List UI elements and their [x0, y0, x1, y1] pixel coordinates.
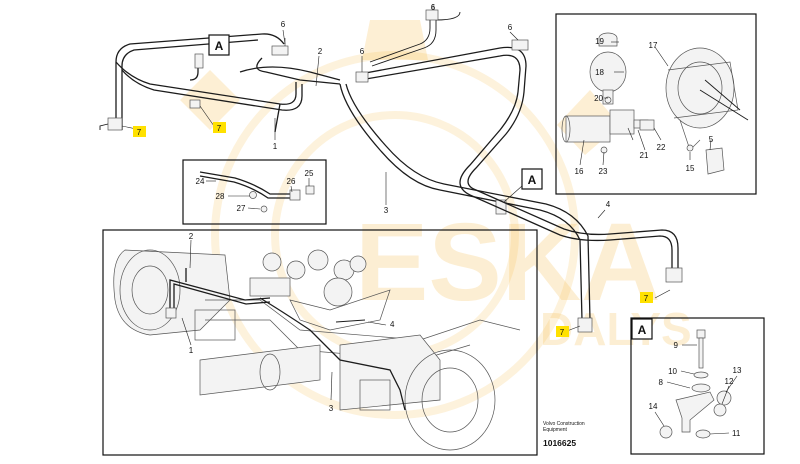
label-13: 13	[733, 366, 742, 375]
label-22: 22	[657, 143, 666, 152]
label-5: 5	[709, 135, 714, 144]
label-23: 23	[599, 167, 608, 176]
label-14: 14	[649, 402, 658, 411]
pipe-harness-left	[99, 33, 341, 133]
callout-a-inset: A	[631, 318, 653, 340]
caption-company: Volvo Construction	[543, 421, 585, 427]
inset-clamp-box	[630, 317, 765, 455]
machine-frame-box	[102, 229, 538, 456]
label-24: 24	[196, 177, 205, 186]
caption-number: 1016625	[543, 438, 576, 448]
callout-a-inset-text: A	[638, 323, 647, 337]
hose-assembly	[199, 171, 315, 213]
machine-drawing	[113, 249, 521, 451]
highlight-7-lower	[556, 326, 569, 337]
caption-equipment: Equipment	[543, 427, 568, 433]
label-17: 17	[649, 41, 658, 50]
label-28: 28	[216, 192, 225, 201]
label-2-frame: 2	[189, 232, 194, 241]
label-27: 27	[237, 204, 246, 213]
label-9: 9	[674, 341, 679, 350]
clamp-assembly	[659, 329, 732, 439]
label-20: 20	[594, 94, 603, 103]
brake-booster-assembly	[561, 32, 749, 175]
label-15: 15	[686, 164, 695, 173]
label-7-center: 7	[217, 124, 222, 133]
label-8: 8	[659, 378, 664, 387]
label-18: 18	[595, 68, 604, 77]
label-6-a: 6	[281, 20, 286, 29]
watermark-text-big: ESKA	[355, 201, 661, 324]
label-16: 16	[575, 167, 584, 176]
callout-a-middle-text: A	[528, 173, 537, 187]
leader-lines	[121, 4, 738, 435]
label-6-d: 6	[360, 47, 365, 56]
label-6-c: 6	[508, 23, 513, 32]
callout-a-middle: A	[503, 168, 543, 203]
highlight-7-left	[133, 126, 146, 137]
label-6-b: 6	[431, 3, 436, 12]
inset-booster-box	[555, 13, 757, 195]
label-7-lower: 7	[560, 328, 565, 337]
label-25: 25	[305, 169, 314, 178]
label-21: 21	[640, 151, 649, 160]
caption: Volvo Construction Equipment 1016625	[543, 421, 585, 448]
label-7-left: 7	[137, 128, 142, 137]
label-7-right: 7	[644, 294, 649, 303]
label-11: 11	[732, 429, 741, 438]
inset-hose-box	[182, 159, 327, 225]
highlight-7-center	[213, 122, 226, 133]
label-3-top: 3	[384, 206, 389, 215]
label-1-top: 1	[273, 142, 278, 151]
label-26: 26	[287, 177, 296, 186]
pipe-long-4	[355, 9, 683, 283]
label-2-top: 2	[318, 47, 323, 56]
part-labels: 6 6 6 6 2 1 3 4 7 7 7 7 19 18 17 20 16 2…	[137, 3, 742, 438]
label-19: 19	[595, 37, 604, 46]
label-10: 10	[668, 367, 677, 376]
label-4-top: 4	[606, 200, 611, 209]
callout-a-top-text: A	[215, 39, 224, 53]
label-12: 12	[725, 377, 734, 386]
callout-a-top: A	[208, 34, 230, 56]
label-1-frame: 1	[189, 346, 194, 355]
label-4-frame: 4	[390, 320, 395, 329]
pipe-long-3	[339, 83, 593, 333]
label-3-frame: 3	[329, 404, 334, 413]
pipes-in-frame	[165, 268, 406, 411]
highlight-7-right	[640, 292, 653, 303]
